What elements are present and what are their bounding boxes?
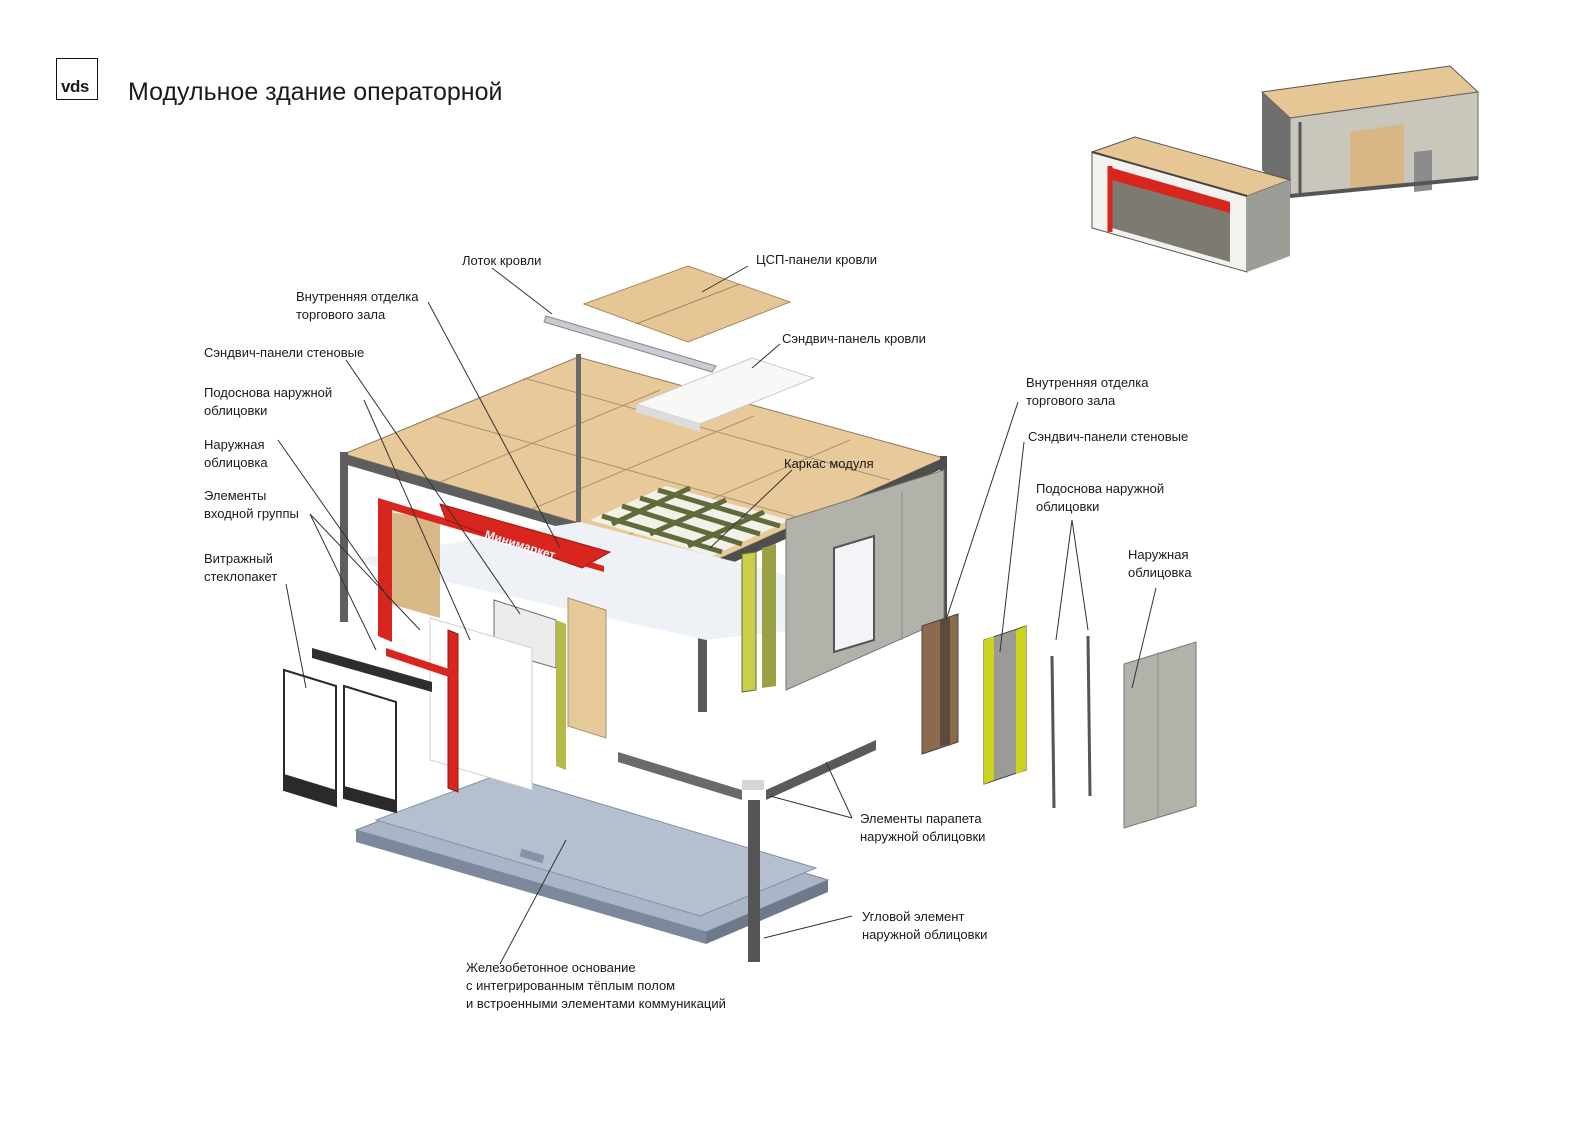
leader-lines: [277, 265, 1157, 965]
label-entrance-elements: Элементы входной группы: [204, 488, 299, 521]
left-exploded-parts: [283, 617, 533, 814]
label-interior-finish-left: Внутренняя отделка торгового зала: [296, 289, 419, 322]
roof-exploded-parts: [543, 265, 816, 432]
label-corner: Угловой элемент наружной облицовки: [862, 909, 988, 942]
label-wall-sandwich-right: Сэндвич-панели стеновые: [1028, 429, 1189, 444]
label-cladding-base-left: Подоснова наружной облицовки: [204, 385, 333, 418]
label-parapet: Элементы парапета наружной облицовки: [860, 811, 986, 844]
right-exploded-panels: [921, 613, 1197, 829]
label-foundation: Железобетонное основание с интегрированн…: [466, 960, 726, 1011]
module-frame: Минимаркет: [340, 354, 947, 770]
preview-module-front: [1090, 136, 1292, 273]
label-wall-sandwich-left: Сэндвич-панели стеновые: [204, 345, 365, 360]
label-module-frame: Каркас модуля: [784, 456, 874, 471]
preview-module-back: [1260, 65, 1480, 198]
label-interior-finish-right: Внутренняя отделка торгового зала: [1026, 375, 1149, 408]
label-roof-sandwich: Сэндвич-панель кровли: [782, 331, 926, 346]
label-cladding-base-right: Подоснова наружной облицовки: [1036, 481, 1165, 514]
assembled-preview: [1090, 65, 1480, 273]
label-roof-csp-panels: ЦСП-панели кровли: [756, 252, 877, 267]
parapet-elements: [618, 740, 876, 962]
page-title: Модульное здание операторной: [128, 78, 503, 106]
logo-text: vds: [61, 77, 89, 96]
label-cladding-right: Наружная облицовка: [1128, 547, 1192, 580]
foundation-slab: [354, 773, 830, 944]
brand-logo: vds: [56, 58, 98, 100]
label-glazing: Витражный стеклопакет: [204, 551, 278, 584]
label-cladding-left: Наружная облицовка: [204, 437, 268, 470]
label-roof-tray: Лоток кровли: [462, 253, 542, 268]
